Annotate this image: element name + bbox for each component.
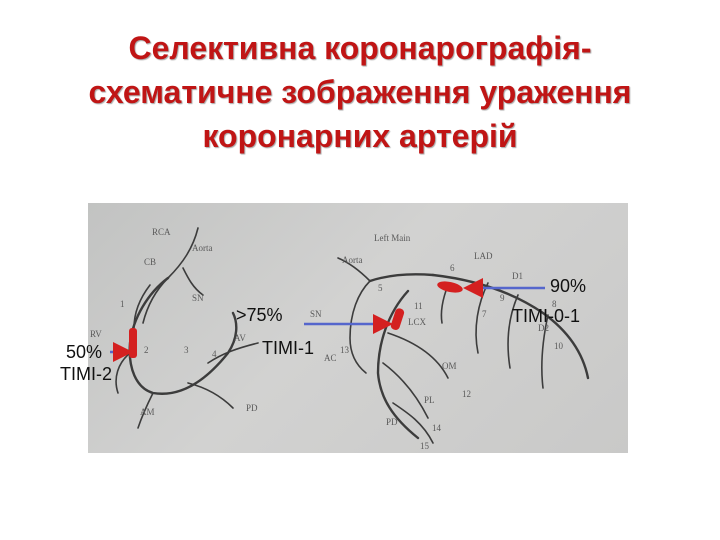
rca-branch-2: [115, 352, 131, 394]
label-n7: 7: [482, 309, 487, 319]
label-pl: PL: [424, 395, 435, 405]
label-pd-left: PD: [386, 417, 398, 427]
rca-branch-3: [137, 392, 154, 429]
slide-title: Селективна коронарографія- схематичне зо…: [0, 26, 720, 158]
label-n8: 8: [552, 299, 557, 309]
lesion-lcx-timi: TIMI-1: [262, 338, 314, 358]
label-aorta-right: Aorta: [342, 255, 363, 265]
label-n11: 11: [414, 301, 423, 311]
label-n5: 5: [378, 283, 383, 293]
label-om: OM: [442, 361, 457, 371]
label-n2: 2: [144, 345, 149, 355]
coronary-schematic-photo: RCA Aorta CB SN RV AV AM PD 1 2 3 4 Left…: [88, 203, 628, 453]
om-1: [387, 332, 449, 379]
label-av: AV: [234, 333, 246, 343]
label-left-main: Left Main: [374, 233, 411, 243]
label-rv: RV: [90, 329, 102, 339]
diag-2: [507, 294, 519, 369]
label-n3: 3: [184, 345, 189, 355]
label-am: AM: [140, 407, 155, 417]
label-d1: D1: [512, 271, 523, 281]
label-aorta-left: Aorta: [192, 243, 213, 253]
rca-main-vessel: [128, 276, 238, 395]
title-line-3: коронарних артерій: [202, 118, 518, 154]
label-n14: 14: [432, 423, 441, 433]
label-n12: 12: [462, 389, 471, 399]
label-lcx: LCX: [408, 317, 426, 327]
label-rca: RCA: [152, 227, 171, 237]
ac-branch: [349, 280, 371, 374]
lesion-lad-timi: TIMI-0-1: [512, 306, 581, 326]
septal-1: [440, 284, 449, 324]
rca-branch-4: [187, 382, 234, 409]
left-aorta-outline: [337, 257, 371, 282]
pl-branch: [392, 402, 434, 444]
lesion-rca-percent: 50%: [66, 342, 103, 362]
title-line-2: схематичне зображення ураження: [88, 74, 632, 110]
label-n15: 15: [420, 441, 429, 451]
label-n9: 9: [500, 293, 505, 303]
label-n1: 1: [120, 299, 125, 309]
om-2: [382, 362, 429, 419]
lesion-lcx-percent: >75%: [236, 305, 283, 325]
label-sn: SN: [192, 293, 204, 303]
label-n6: 6: [450, 263, 455, 273]
label-pd-right: PD: [246, 403, 258, 413]
rca-aorta-outline: [142, 227, 199, 324]
label-n13: 13: [340, 345, 349, 355]
rca-branch-1: [133, 284, 151, 329]
label-n10: 10: [554, 341, 563, 351]
label-d2: D2: [538, 323, 549, 333]
rca-branch-5: [207, 342, 259, 364]
label-ac: AC: [324, 353, 337, 363]
label-cb: CB: [144, 257, 157, 267]
lesion-rca-timi: TIMI-2: [60, 364, 112, 384]
label-lad: LAD: [474, 251, 493, 261]
lm-vessel: [368, 273, 435, 283]
diag-3: [541, 314, 549, 389]
lesion-lad-percent: 90%: [550, 276, 587, 296]
label-sn-left: SN: [310, 309, 322, 319]
rca-sn-branch: [182, 267, 204, 296]
label-n4: 4: [212, 349, 217, 359]
title-line-1: Селективна коронарографія-: [128, 30, 592, 66]
